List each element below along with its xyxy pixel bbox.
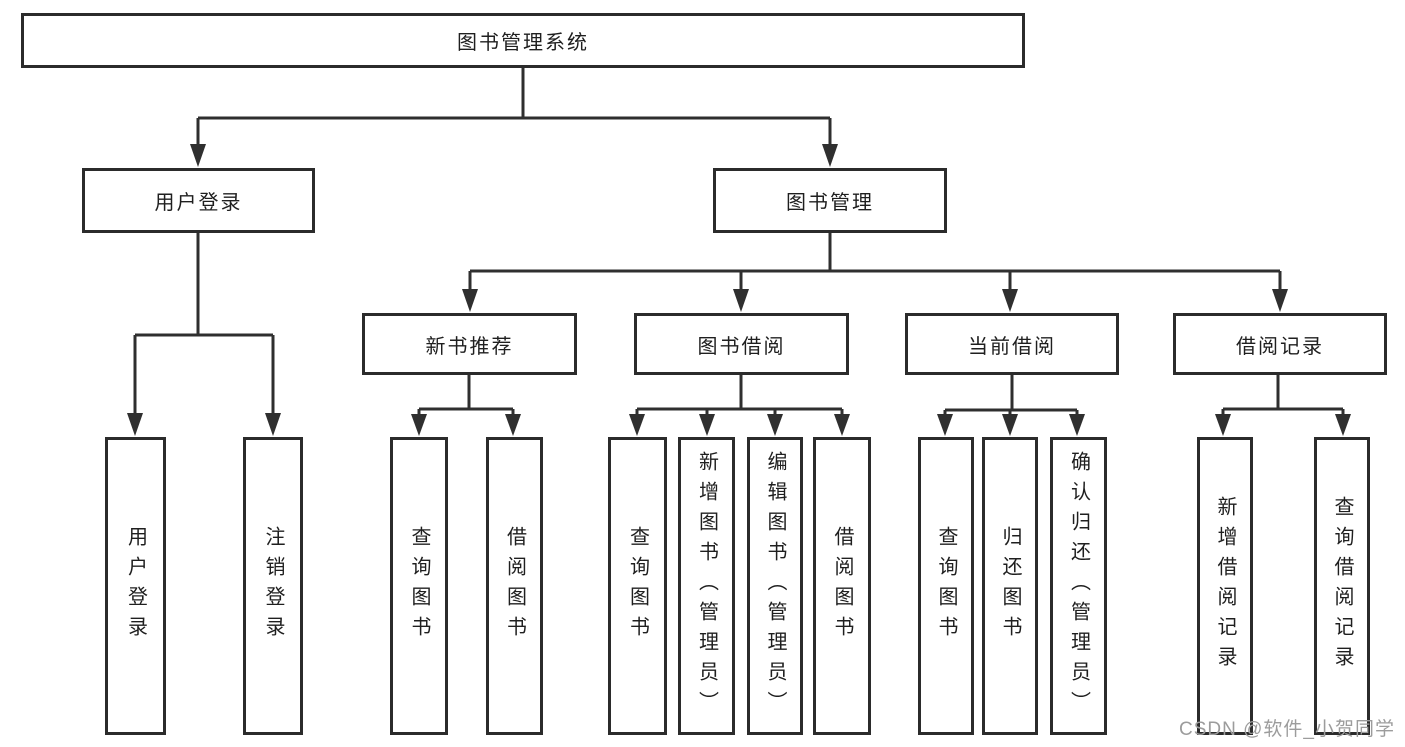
leaf-logout: 注销登录	[243, 437, 303, 735]
leaf-query-books-current-label: 查询图书	[935, 526, 957, 646]
node-new-book-recommend-label: 新书推荐	[425, 335, 514, 358]
node-root-label: 图书管理系统	[457, 32, 589, 54]
leaf-add-borrow-record-label: 新增借阅记录	[1214, 496, 1236, 676]
connector-root-to-level1	[190, 68, 838, 167]
connector-book-management-children	[462, 233, 1288, 312]
node-user-login: 用户登录	[82, 168, 315, 233]
leaf-add-borrow-record: 新增借阅记录	[1197, 437, 1253, 735]
csdn-watermark: CSDN @软件_小贺同学	[1179, 719, 1395, 740]
leaf-query-books-borrowing-label: 查询图书	[626, 526, 649, 646]
node-root: 图书管理系统	[21, 13, 1025, 68]
leaf-return-books: 归还图书	[982, 437, 1038, 735]
node-book-management: 图书管理	[713, 168, 947, 233]
connector-user-login-children	[127, 233, 281, 436]
node-current-borrowing-label: 当前借阅	[968, 335, 1056, 358]
leaf-query-borrow-record: 查询借阅记录	[1314, 437, 1370, 735]
leaf-borrow-books-label: 借阅图书	[831, 526, 853, 646]
node-borrowing-records-label: 借阅记录	[1236, 335, 1324, 358]
leaf-add-books-admin: 新增图书（管理员）	[678, 437, 735, 735]
node-current-borrowing: 当前借阅	[905, 313, 1119, 375]
leaf-user-login: 用户登录	[105, 437, 166, 735]
leaf-query-books-recommend-label: 查询图书	[408, 526, 430, 646]
node-book-borrowing-label: 图书借阅	[697, 335, 786, 358]
leaf-query-books-borrowing: 查询图书	[608, 437, 667, 735]
connector-current-borrowing-children	[937, 375, 1085, 436]
leaf-return-books-label: 归还图书	[999, 526, 1021, 646]
connector-book-borrowing-children	[629, 375, 850, 436]
node-borrowing-records: 借阅记录	[1173, 313, 1387, 375]
leaf-confirm-return-admin-label: 确认归还（管理员）	[1067, 451, 1090, 721]
leaf-logout-label: 注销登录	[262, 526, 284, 646]
leaf-confirm-return-admin: 确认归还（管理员）	[1050, 437, 1107, 735]
leaf-borrow-books: 借阅图书	[813, 437, 871, 735]
node-user-login-label: 用户登录	[154, 192, 243, 214]
node-book-borrowing: 图书借阅	[634, 313, 849, 375]
leaf-query-borrow-record-label: 查询借阅记录	[1331, 496, 1353, 676]
connector-new-book-recommend-children	[411, 375, 521, 436]
node-new-book-recommend: 新书推荐	[362, 313, 577, 375]
leaf-borrow-books-recommend: 借阅图书	[486, 437, 543, 735]
leaf-query-books-recommend: 查询图书	[390, 437, 448, 735]
node-book-management-label: 图书管理	[786, 192, 874, 214]
leaf-borrow-books-recommend-label: 借阅图书	[503, 526, 526, 646]
connector-borrowing-records-children	[1215, 375, 1351, 436]
leaf-user-login-label: 用户登录	[124, 526, 147, 646]
leaf-query-books-current: 查询图书	[918, 437, 974, 735]
leaf-add-books-admin-label: 新增图书（管理员）	[695, 451, 718, 721]
leaf-edit-books-admin-label: 编辑图书（管理员）	[764, 451, 786, 721]
leaf-edit-books-admin: 编辑图书（管理员）	[747, 437, 803, 735]
